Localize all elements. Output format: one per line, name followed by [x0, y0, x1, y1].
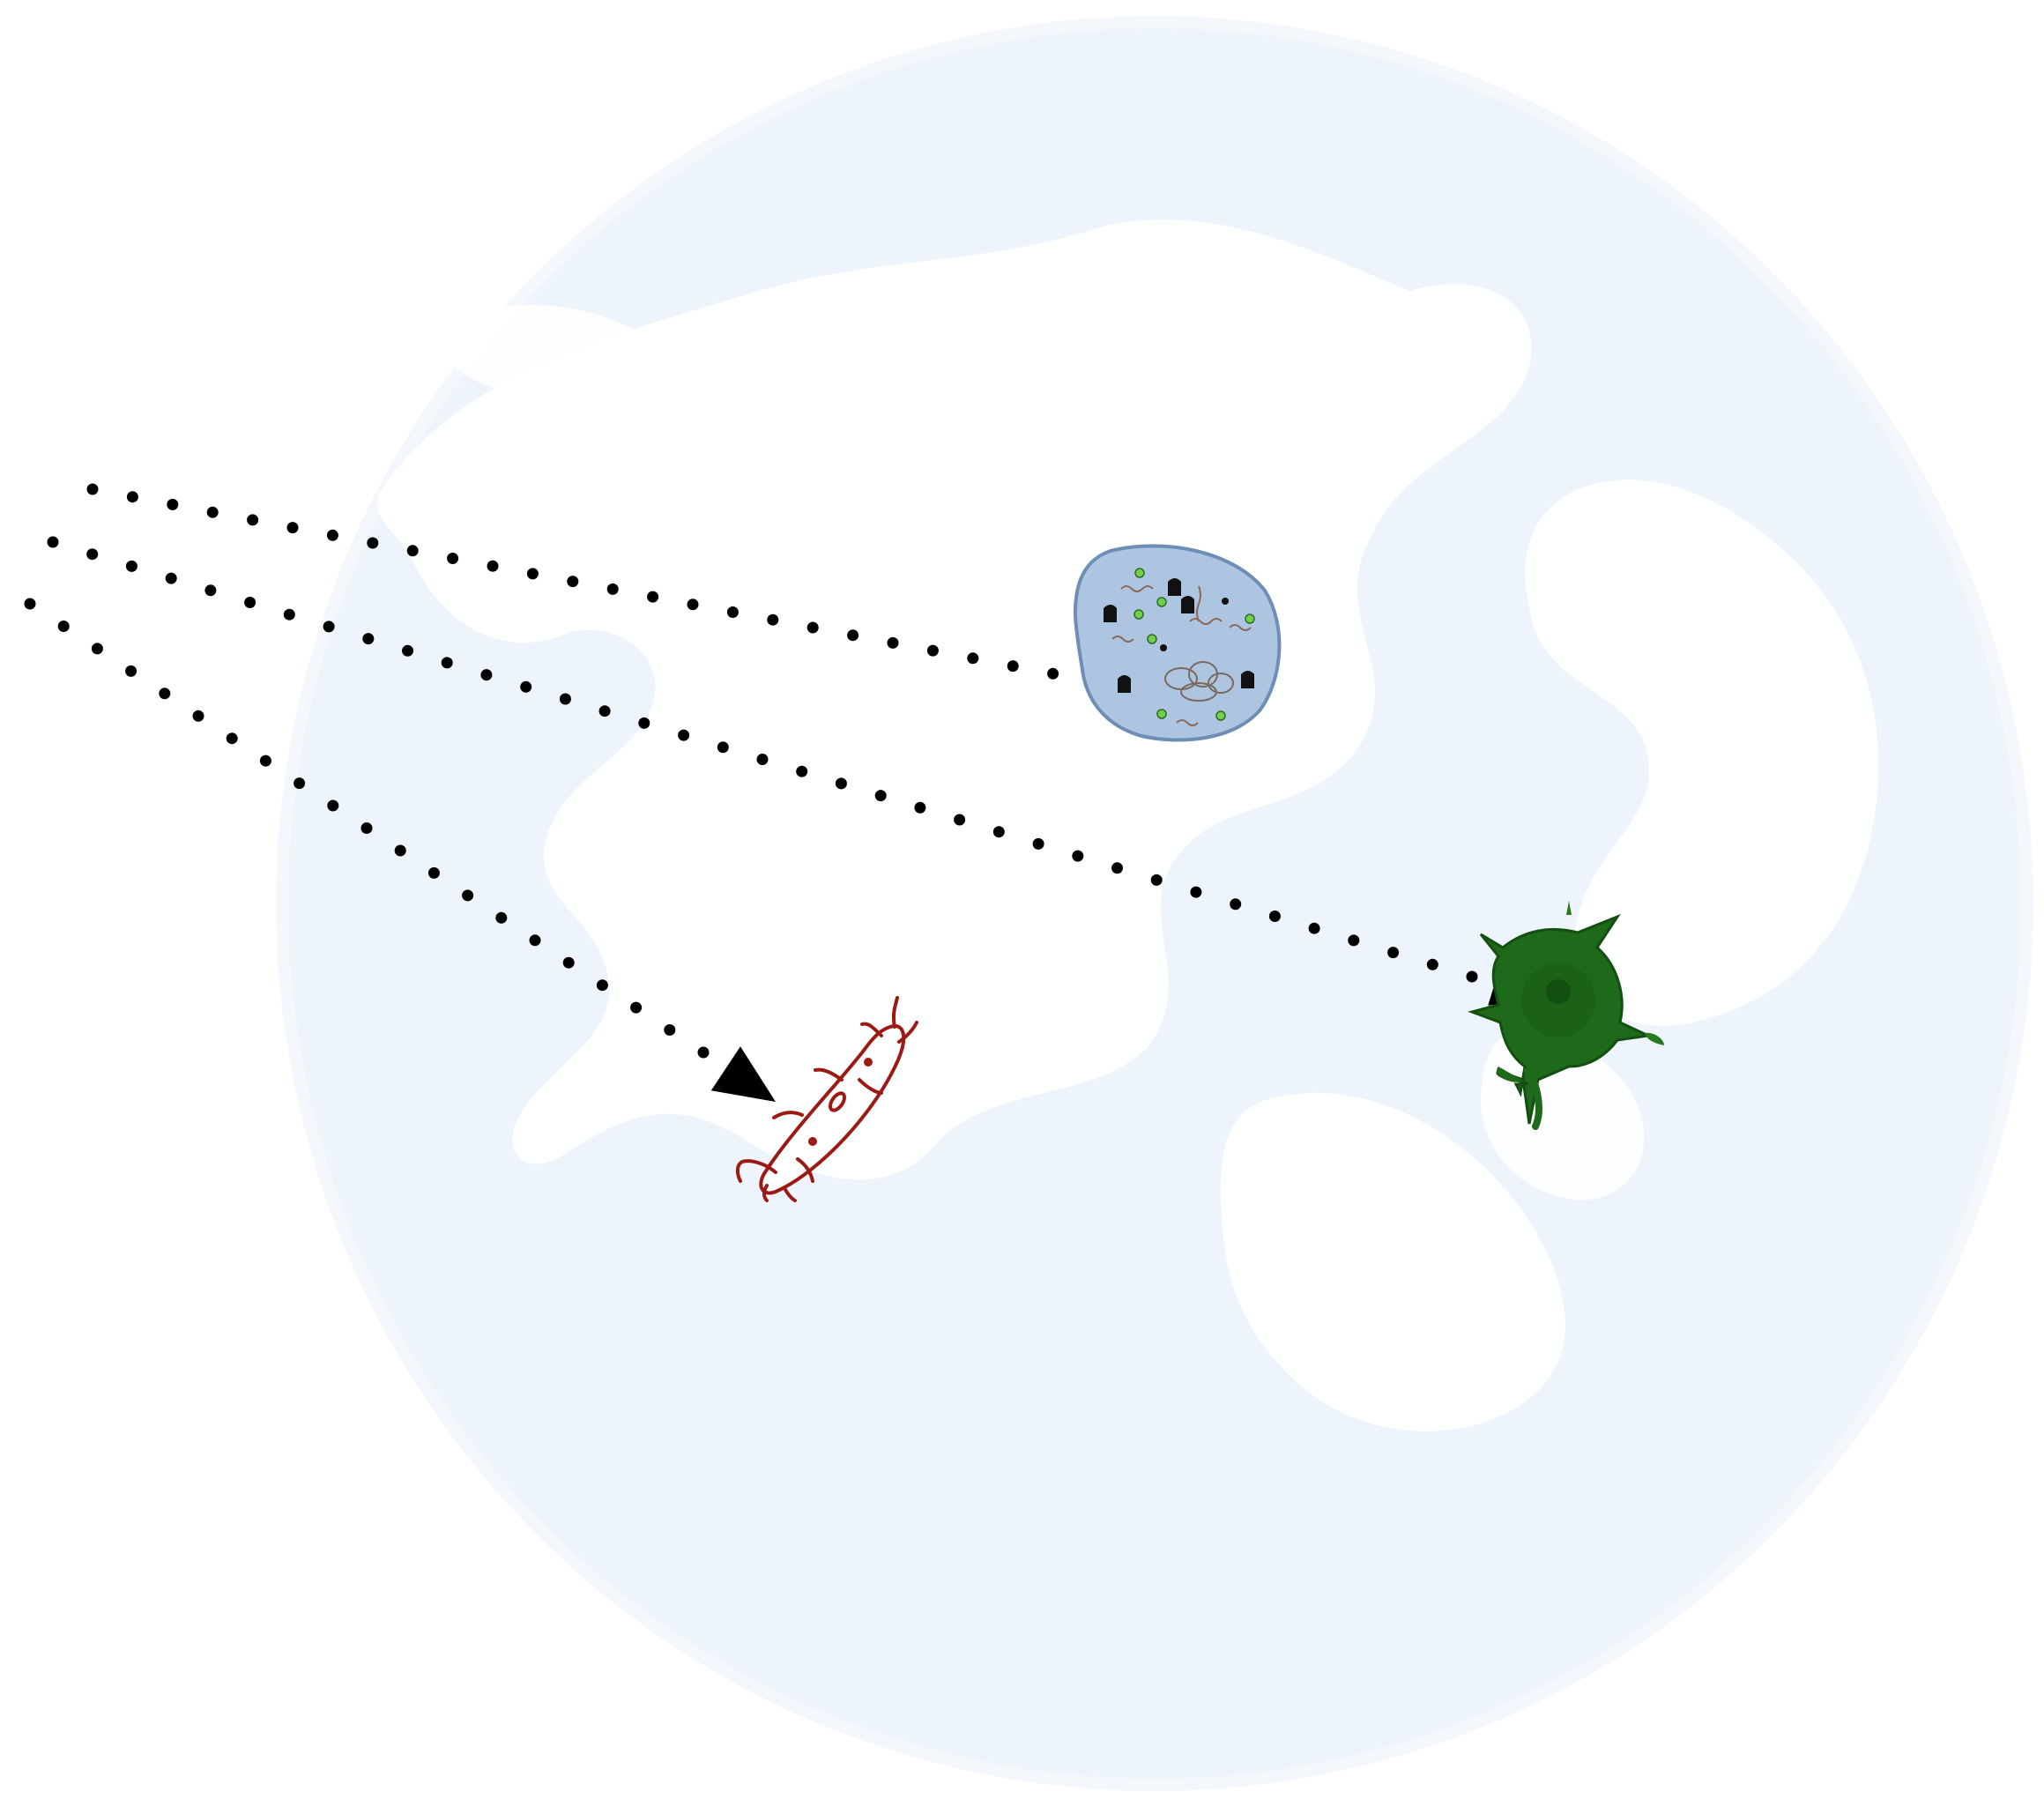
globe-landmass	[1481, 1035, 1645, 1201]
arrow-dot	[24, 598, 36, 610]
arrow-dot	[206, 506, 219, 518]
arrow-dot	[327, 799, 339, 812]
arrow-dot	[1348, 934, 1360, 947]
arrow-dot	[159, 688, 171, 700]
arrow-dot	[487, 560, 499, 572]
arrow-dot	[462, 889, 474, 902]
globe-landmass	[1525, 479, 1879, 1026]
globe-landmass	[377, 219, 1532, 1180]
arrow-dot	[796, 765, 808, 777]
arrow-dot	[678, 729, 690, 741]
arrow-dot	[717, 741, 729, 754]
arrow-dot	[874, 790, 887, 802]
arrow-dot	[562, 956, 575, 969]
arrow-dot	[526, 568, 539, 580]
arrow-dot	[647, 591, 659, 603]
arrow-dot	[559, 693, 571, 705]
arrow-dot	[638, 717, 650, 729]
arrow-dot	[806, 621, 819, 634]
arrow-dot	[126, 491, 138, 503]
arrow-dot	[1007, 660, 1019, 673]
arrow-dot	[283, 608, 295, 621]
arrow-dot	[664, 1024, 676, 1036]
arrow-dot	[954, 814, 966, 826]
arrow-dot	[630, 1001, 643, 1014]
arrow-dot	[86, 548, 99, 561]
arrow-dot	[294, 777, 306, 790]
arrow-dot	[1150, 873, 1163, 886]
globe-landmass	[1220, 1092, 1565, 1431]
arrow-to-red-cell	[24, 598, 776, 1102]
green-spiky-cell-icon	[1468, 901, 1664, 1130]
arrow-dot	[926, 644, 939, 657]
arrow-dot	[606, 583, 619, 595]
globe-landmass	[440, 304, 685, 416]
arrow-dot	[1268, 911, 1281, 922]
arrow-dot	[394, 844, 406, 857]
arrow-dot	[286, 522, 299, 534]
arrow-dot	[47, 536, 59, 548]
arrow-dot	[1426, 958, 1438, 970]
arrow-dot	[91, 643, 103, 655]
arrow-dot	[1047, 667, 1059, 680]
arrow-dot	[360, 822, 373, 834]
arrow-dot	[402, 644, 413, 657]
arrow-dot	[480, 669, 493, 681]
arrow-dot	[125, 560, 138, 572]
arrow-dot	[427, 866, 440, 879]
arrow-dot	[529, 934, 541, 947]
arrow-dot	[847, 629, 859, 642]
arrow-dot	[247, 514, 259, 526]
arrow-dot	[520, 680, 532, 693]
arrow-dot	[86, 483, 99, 495]
arrow-dot	[447, 553, 459, 564]
arrow-dot	[992, 826, 1005, 838]
arrow-dot	[1072, 850, 1084, 862]
arrow-dot	[567, 576, 579, 588]
arrow-dot	[914, 801, 926, 814]
arrow-dot	[598, 705, 611, 717]
arrow-dot	[57, 621, 70, 632]
arrow-dot	[697, 1046, 710, 1059]
arrow-dot	[756, 754, 769, 765]
arrow-dot	[495, 911, 508, 924]
arrow-dot	[1111, 862, 1123, 874]
arrow-dot	[204, 584, 217, 597]
arrow-dot	[1230, 898, 1242, 911]
arrow-dot	[887, 636, 899, 649]
arrow-dot	[767, 613, 779, 626]
arrow-dot	[362, 633, 375, 645]
arrow-dot	[192, 710, 204, 722]
arrow-dot	[726, 606, 739, 618]
blue-round-cell-icon	[1073, 544, 1282, 742]
globe-background	[276, 16, 2033, 1791]
arrow-dot	[165, 572, 177, 584]
arrow-dot	[1466, 970, 1478, 983]
arrow-dot	[687, 598, 699, 611]
arrow-dot	[226, 732, 238, 745]
arrow-dot	[441, 657, 453, 669]
arrow-dot	[125, 665, 138, 677]
arrow-dot	[323, 621, 335, 633]
arrow-dot	[967, 652, 979, 665]
arrow-dot	[1190, 886, 1202, 898]
arrow-dot	[1387, 947, 1400, 959]
red-elongated-cell-icon	[735, 996, 918, 1202]
arrow-dot	[596, 979, 608, 992]
arrow-dot	[367, 537, 379, 549]
arrow-dot	[326, 529, 338, 541]
arrow-dot	[259, 755, 271, 767]
arrow-dot	[406, 545, 419, 557]
arrow-dot	[1308, 922, 1320, 934]
arrow-dot	[244, 597, 256, 608]
arrow-dot	[1032, 837, 1044, 850]
arrow-dot	[167, 498, 179, 510]
arrow-dot	[835, 777, 847, 790]
arrowhead	[710, 1046, 776, 1102]
